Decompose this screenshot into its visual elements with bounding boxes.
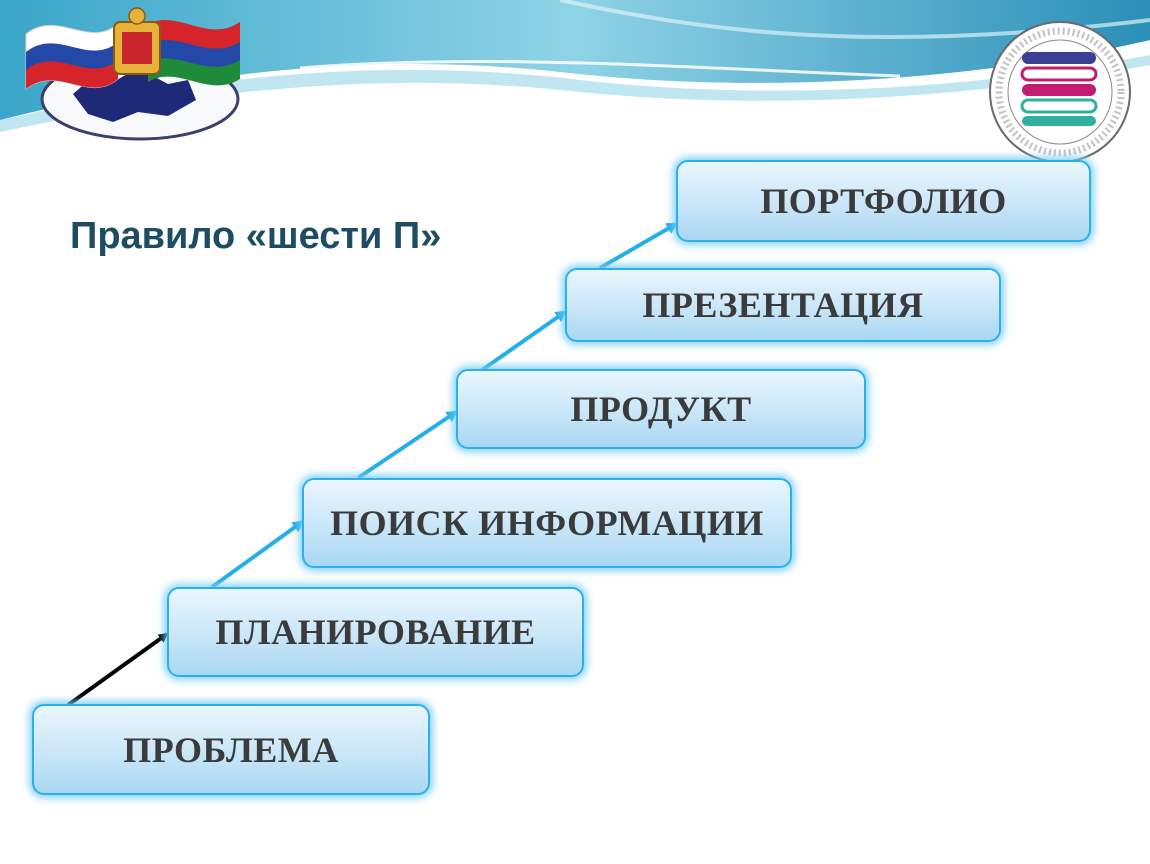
arrow-problem-to-planning — [66, 632, 169, 707]
step-presentation-label: ПРЕЗЕНТАЦИЯ — [642, 285, 924, 325]
step-information-search: ПОИСК ИНФОРМАЦИИ — [302, 478, 792, 568]
step-problem-label: ПРОБЛЕМА — [123, 729, 339, 770]
institute-education-development-logo-icon — [982, 20, 1138, 165]
slide-title: Правило «шести П» — [70, 215, 442, 257]
step-portfolio-label: ПОРТФОЛИО — [760, 181, 1007, 221]
step-product-label: ПРОДУКТ — [570, 389, 752, 429]
step-portfolio: ПОРТФОЛИО — [676, 160, 1091, 242]
arrow-search-to-product — [356, 410, 459, 480]
step-planning: ПЛАНИРОВАНИЕ — [167, 587, 584, 677]
step-problem: ПРОБЛЕМА — [32, 704, 430, 795]
step-information-search-label: ПОИСК ИНФОРМАЦИИ — [330, 503, 764, 543]
step-product: ПРОДУКТ — [456, 369, 866, 449]
arrow-planning-to-search — [210, 520, 305, 589]
step-planning-label: ПЛАНИРОВАНИЕ — [215, 612, 536, 652]
step-presentation: ПРЕЗЕНТАЦИЯ — [565, 268, 1001, 342]
krasnodar-region-emblem-icon — [18, 4, 243, 142]
arrow-product-to-presentation — [480, 310, 568, 372]
arrow-presentation-to-portfolio — [598, 222, 679, 270]
